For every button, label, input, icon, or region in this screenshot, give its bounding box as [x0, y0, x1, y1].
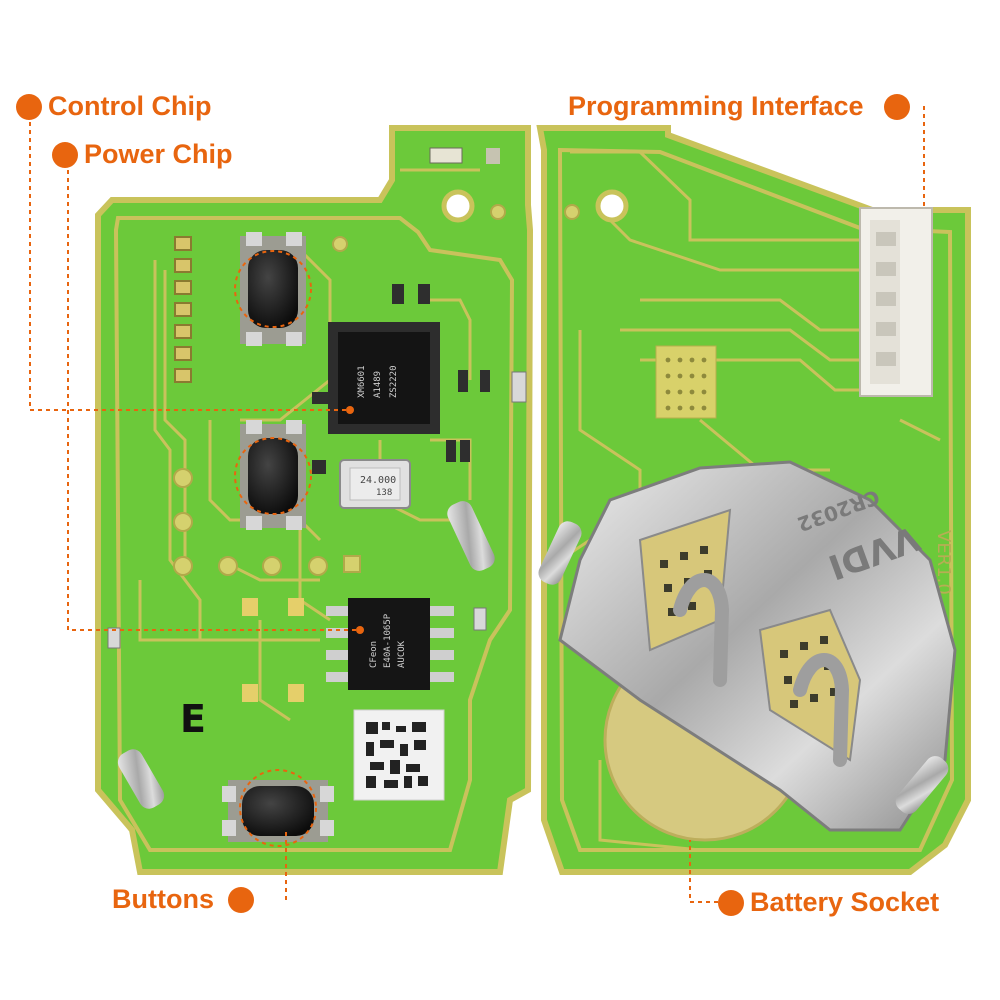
edge-code: VER1.0: [933, 530, 954, 595]
leader-power-chip: [67, 154, 360, 631]
crystal-text-1: 24.000: [360, 475, 396, 486]
button-bottom: [222, 780, 334, 842]
header-pads: [174, 236, 192, 383]
right-via-pad: [564, 204, 580, 220]
callout-battery-socket: Battery Socket: [718, 889, 939, 916]
crystal-oscillator: 24.000 138: [339, 459, 411, 509]
callout-dot-icon: [16, 93, 42, 120]
leader-endpoint-control: [346, 406, 354, 414]
callout-control-chip: Control Chip: [16, 93, 211, 120]
callout-dot-icon: [227, 886, 254, 913]
left-board-outline: [95, 125, 534, 875]
right-solder-tab-1: [538, 521, 582, 585]
button-middle: [240, 420, 306, 530]
callout-programming-label: Programming Interface: [568, 91, 864, 121]
target-circles: [234, 250, 317, 847]
leader-endpoint-power: [356, 626, 364, 634]
callout-power-chip-label: Power Chip: [84, 139, 233, 169]
programming-connector: [859, 207, 933, 397]
control-chip-text-1: XM6601: [357, 365, 367, 398]
left-solder-tab-1: [447, 501, 495, 571]
callout-battery-socket-label: Battery Socket: [750, 887, 940, 917]
leader-battery: [689, 840, 718, 903]
left-board: XM6601 A1489 ZS2220 24.000 138 CFeon E40…: [95, 125, 534, 875]
mount-hole-right: [595, 189, 629, 223]
silk-letter: E: [180, 697, 206, 741]
battery-holder: VVDI CR2032: [558, 460, 957, 832]
button-top: [240, 232, 306, 346]
via-grid-pad: [655, 345, 717, 419]
left-edge-trace: [113, 216, 515, 852]
callout-dot-icon: [883, 93, 910, 120]
callout-dot-icon: [718, 889, 744, 916]
right-board: VER1.0 VVDI CR2032: [536, 125, 971, 875]
callout-power-chip: Power Chip: [52, 141, 233, 168]
crystal-text-2: 138: [376, 488, 392, 498]
target-button-top: [234, 250, 312, 328]
power-chip-text-2: E40A-1065P: [383, 613, 393, 668]
control-chip: XM6601 A1489 ZS2220: [328, 322, 440, 434]
power-chip-text-1: CFeon: [369, 641, 379, 668]
control-chip-text-3: ZS2220: [389, 365, 399, 398]
mount-hole-left: [441, 189, 475, 223]
power-chip-text-3: AUCOK: [397, 640, 407, 668]
callout-dot-icon: [52, 141, 78, 168]
target-button-middle: [234, 437, 312, 515]
leader-control-chip: [29, 106, 350, 411]
right-edge-trace: [557, 147, 955, 852]
control-chip-text-2: A1489: [373, 371, 383, 398]
target-button-bottom: [239, 769, 317, 847]
qr-label: [353, 709, 445, 801]
square-pad: [343, 555, 361, 573]
round-pads: [173, 204, 506, 576]
callout-control-chip-label: Control Chip: [48, 91, 212, 121]
left-smd-parts: [107, 147, 527, 702]
callout-programming-interface: Programming Interface: [568, 93, 910, 120]
leader-lines: [29, 106, 925, 903]
callout-buttons-label: Buttons: [112, 884, 214, 914]
left-solder-tab-2: [117, 749, 165, 809]
right-solder-tab-2: [895, 756, 949, 814]
callout-buttons: Buttons: [112, 886, 254, 913]
power-chip: CFeon E40A-1065P AUCOK: [326, 598, 454, 690]
